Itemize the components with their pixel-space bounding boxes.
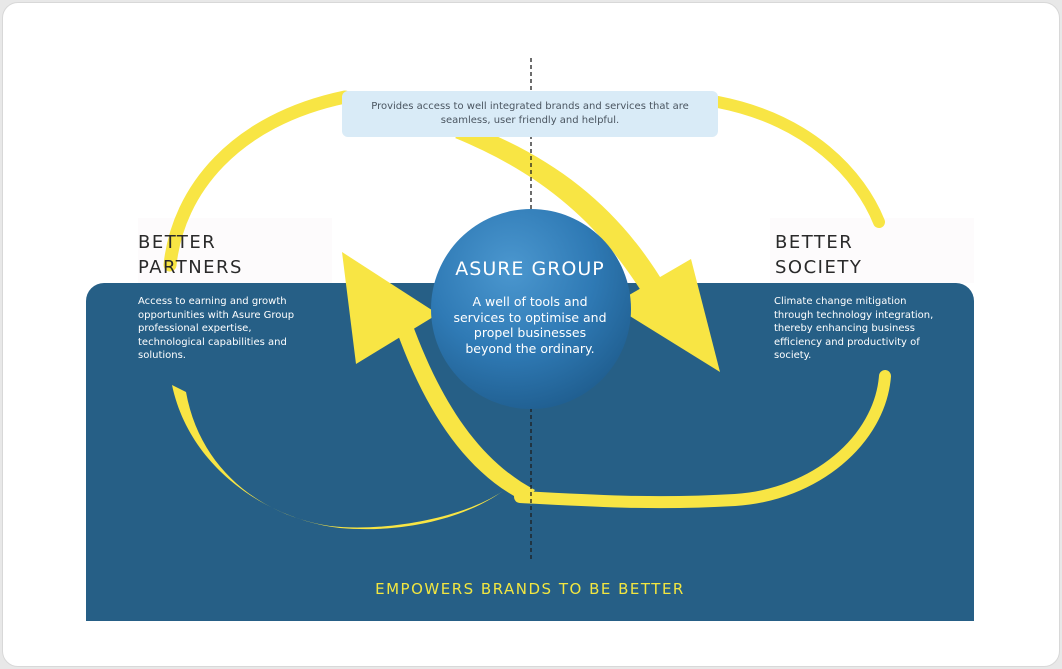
left-desc-line-1: Access to earning and growth [138, 296, 287, 307]
right-desc-line-4: efficiency and productivity of [774, 336, 920, 348]
left-arrowhead [342, 252, 438, 364]
left-loop-top-arc [163, 90, 352, 272]
crossing-band-right-arrow [455, 125, 665, 297]
left-desc-line-5: solutions. [138, 350, 186, 362]
top-note-line-1: Provides access to well integrated brand… [371, 101, 689, 112]
right-label-card [770, 218, 974, 283]
left-desc-line-4: technological capabilities and [138, 336, 287, 348]
center-title: ASURE GROUP [455, 258, 605, 280]
center-desc-line-4: beyond the ordinary. [465, 340, 595, 356]
right-description: Climate change mitigation through techno… [774, 295, 964, 363]
right-desc-line-5: society. [774, 350, 812, 362]
tagline: EMPOWERS BRANDS TO BE BETTER [375, 580, 685, 598]
right-arrowhead [612, 259, 720, 372]
center-desc-line-3: propel businesses [473, 325, 587, 340]
right-heading-line-2: SOCIETY [775, 257, 863, 278]
right-loop-top-arc [712, 96, 885, 228]
left-heading-line-1: BETTER [138, 232, 217, 253]
top-note-line-2: seamless, user friendly and helpful. [440, 114, 620, 126]
right-heading-line-1: BETTER [775, 232, 854, 253]
left-heading: BETTER PARTNERS [138, 230, 243, 280]
center-sphere [431, 209, 631, 409]
right-desc-line-3: thereby enhancing business [774, 323, 915, 335]
center-desc-line-1: A well of tools and [472, 294, 588, 309]
right-loop-bottom-arc [514, 370, 891, 509]
left-heading-line-2: PARTNERS [138, 257, 243, 278]
left-loop-bottom-arc [172, 385, 503, 530]
left-desc-line-2: opportunities with Asure Group [138, 309, 295, 321]
right-heading: BETTER SOCIETY [775, 230, 862, 280]
center-description: A well of tools and services to optimise… [430, 294, 630, 356]
top-note-box: Provides access to well integrated brand… [342, 91, 718, 137]
right-desc-line-1: Climate change mitigation [774, 296, 907, 307]
left-description: Access to earning and growth opportuniti… [138, 295, 328, 363]
left-desc-line-3: professional expertise, [138, 323, 252, 335]
right-desc-line-2: through technology integration, [774, 309, 934, 321]
center-desc-line-2: services to optimise and [453, 309, 607, 325]
